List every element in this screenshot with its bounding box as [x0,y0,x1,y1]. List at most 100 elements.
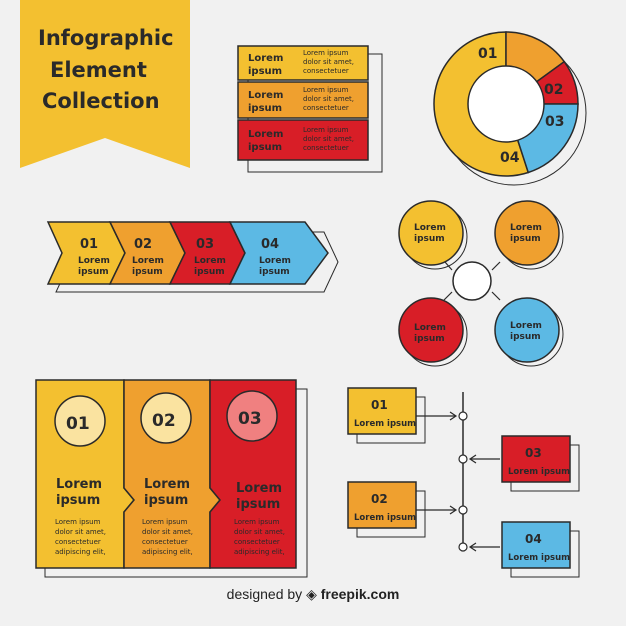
column-body: dolor sit amet, [55,528,106,536]
cycle-node-text: ipsum [510,234,541,244]
column-body: dolor sit amet, [142,528,193,536]
step-text: ipsum [132,267,163,277]
cycle-node-text: ipsum [510,332,541,342]
cycle-node-text: Lorem [510,321,542,331]
arrow-step: 04 Lorem ipsum [228,221,329,285]
cycle-arrows [443,261,501,301]
timeline-text: Lorem ipsum [354,513,416,523]
donut-label: 02 [544,82,563,98]
donut-label: 04 [500,150,520,166]
cycle-node-text: Lorem [510,223,542,233]
column-body: adipiscing elit, [55,548,106,556]
step-number: 01 [80,237,98,252]
timeline: 01 Lorem ipsum 03 Lorem ipsum 02 Lorem i… [347,387,580,578]
cycle-node: Lorem ipsum [494,297,564,367]
table-row-text: dolor sit amet, [303,95,354,103]
column-title: ipsum [56,493,100,508]
timeline-card: 02 Lorem ipsum [347,481,426,538]
arrow-step: 01 Lorem ipsum [46,221,126,285]
column-number-badge [226,390,278,442]
column-body: adipiscing elit, [142,548,193,556]
column-title: ipsum [144,493,188,508]
step-text: ipsum [259,267,290,277]
cycle-node: Lorem ipsum [398,200,468,270]
table-row-label: ipsum [248,66,282,77]
title-line-2: Element [50,58,147,82]
column-body: Lorem ipsum [55,518,101,526]
credit-brand[interactable]: freepik.com [320,586,400,602]
arrow-process: 01 Lorem ipsum 02 Lorem ipsum 03 Lorem i… [46,221,339,293]
timeline-number: 04 [525,532,542,546]
timeline-text: Lorem ipsum [354,419,416,429]
step-text: Lorem [259,256,291,266]
column-number: 02 [152,411,176,431]
column-number-badge [54,395,106,447]
cycle-hub [452,261,492,301]
table-row-label: Lorem [248,90,283,101]
timeline-number: 03 [525,446,542,460]
cycle-node-text: Lorem [414,323,446,333]
column-body: Lorem ipsum [142,518,188,526]
cycle-node: Lorem ipsum [398,297,468,367]
timeline-number: 02 [371,492,388,506]
table-row-text: Lorem ipsum [303,86,349,94]
column-number: 03 [238,409,262,429]
credit-prefix: designed by [226,586,303,602]
table-row: Lorem ipsum Lorem ipsum dolor sit amet, … [237,119,369,161]
column-title: Lorem [144,477,190,492]
freepik-logo-icon: ◈ [306,586,317,602]
column-title: Lorem [236,481,282,496]
column-body: consectetuer [234,538,280,546]
title-line-3: Collection [42,89,160,113]
column-title: Lorem [56,477,102,492]
credit-line: designed by ◈ freepik.com [0,586,626,603]
column-panels: 01 Lorem ipsum Lorem ipsum dolor sit ame… [35,379,308,578]
step-number: 02 [134,237,152,252]
column-number-badge [140,392,192,444]
table-row-text: dolor sit amet, [303,135,354,143]
donut-label: 01 [478,46,497,62]
arrow-step: 02 Lorem ipsum [108,221,186,285]
column-body: Lorem ipsum [234,518,280,526]
step-text: ipsum [78,267,109,277]
column-title: ipsum [236,497,280,512]
donut-chart: 01 02 03 04 [433,31,587,186]
column-body: consectetuer [55,538,101,546]
step-number: 04 [261,237,279,252]
column-body: dolor sit amet, [234,528,285,536]
table-row-label: Lorem [248,129,283,140]
column-panel: 02 Lorem ipsum Lorem ipsum dolor sit ame… [123,379,221,569]
step-text: Lorem [132,256,164,266]
table-row: Lorem ipsum Lorem ipsum dolor sit amet, … [237,45,369,81]
table-row-text: Lorem ipsum [303,126,349,134]
step-text: ipsum [194,267,225,277]
timeline-text: Lorem ipsum [508,467,570,477]
cycle-node-text: ipsum [414,334,445,344]
table-row-text: dolor sit amet, [303,58,354,66]
table-row-text: consectetuer [303,144,349,152]
table-row: Lorem ipsum Lorem ipsum dolor sit amet, … [237,81,369,119]
donut-hole [467,65,545,143]
column-body: adipiscing elit, [234,548,285,556]
stacked-table: Lorem ipsum Lorem ipsum dolor sit amet, … [237,45,383,173]
column-panel: 01 Lorem ipsum Lorem ipsum dolor sit ame… [35,379,135,569]
table-row-text: consectetuer [303,67,349,75]
table-row-label: ipsum [248,103,282,114]
cycle-node: Lorem ipsum [494,200,564,270]
timeline-dots [458,411,468,552]
cycle-node-text: Lorem [414,223,446,233]
column-body: consectetuer [142,538,188,546]
step-text: Lorem [78,256,110,266]
table-row-label: ipsum [248,142,282,153]
title-line-1: Infographic [38,26,174,50]
timeline-card: 04 Lorem ipsum [501,521,580,578]
step-text: Lorem [194,256,226,266]
step-number: 03 [196,237,214,252]
title-banner: Infographic Element Collection [20,0,190,168]
cycle-diagram: Lorem ipsum Lorem ipsum Lorem ipsum Lore… [398,200,564,367]
table-row-label: Lorem [248,53,283,64]
table-row-text: consectetuer [303,104,349,112]
timeline-card: 03 Lorem ipsum [501,435,580,492]
timeline-card: 01 Lorem ipsum [347,387,426,444]
